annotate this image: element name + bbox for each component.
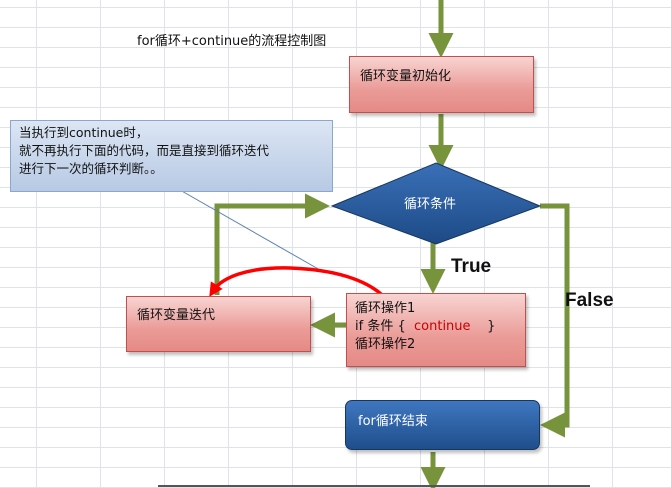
continue-callout: 当执行到continue时， 就不再执行下面的代码，而是直接到循环迭代 进行下一…	[10, 120, 333, 192]
callout-line-1: 当执行到continue时，	[19, 125, 149, 140]
init-label: 循环变量初始化	[360, 69, 452, 84]
callout-line-2: 就不再执行下面的代码，而是直接到循环迭代	[19, 143, 270, 158]
continue-keyword: continue	[414, 319, 471, 334]
if-suffix-text: }	[487, 319, 496, 334]
loop-body-box: 循环操作1 if 条件 { continue } 循环操作2	[346, 293, 526, 367]
diagram-title: for循环+continue的流程控制图	[137, 34, 327, 49]
condition-label: 循环条件	[403, 197, 456, 212]
iteration-process-box: 循环变量迭代	[126, 296, 311, 352]
loop-end-box: for循环结束	[345, 400, 540, 450]
init-process-box: 循环变量初始化	[349, 56, 534, 113]
loop-op1-line: 循环操作1	[355, 301, 416, 316]
callout-line-3: 进行下一次的循环判断。。	[19, 161, 163, 176]
true-branch-label: True	[451, 256, 492, 277]
arrow-iter-to-condition	[214, 193, 331, 295]
arrow-condition-false	[539, 203, 570, 438]
false-branch-label: False	[565, 290, 614, 311]
loop-op2-line: 循环操作2	[355, 337, 416, 352]
loop-end-label: for循环结束	[358, 414, 428, 429]
callout-pointer	[179, 189, 321, 271]
if-continue-line: if 条件 { continue }	[355, 318, 517, 336]
condition-diamond	[330, 162, 542, 245]
if-prefix-text: if 条件 {	[355, 319, 406, 334]
iteration-label: 循环变量迭代	[137, 308, 216, 323]
